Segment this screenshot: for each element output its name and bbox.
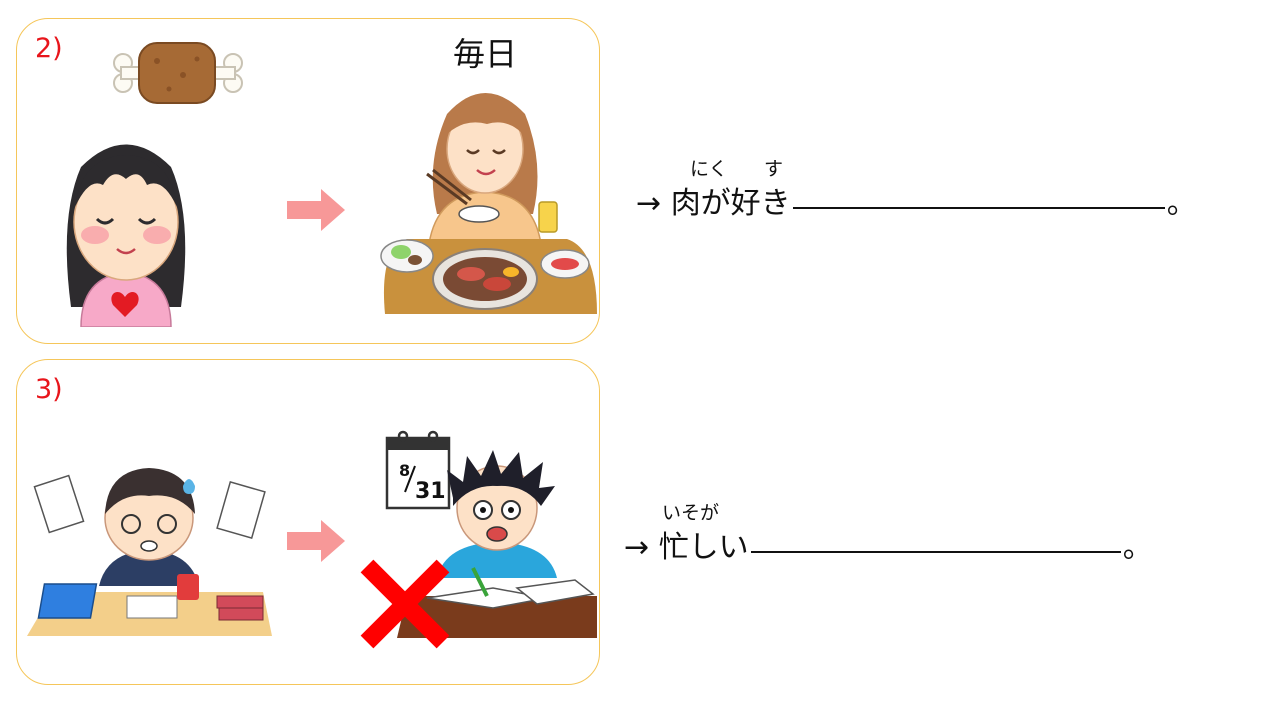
busy-boy-illustration: [27, 468, 272, 636]
arrow-right-icon: [287, 520, 345, 562]
answer-blank[interactable]: [792, 205, 1165, 209]
studying-boy-illustration: [397, 450, 597, 638]
arrow-right-icon: [287, 189, 345, 231]
sentence-end: 。: [1122, 530, 1153, 565]
arrow-icon: →: [636, 186, 662, 221]
calendar-month: 8: [399, 461, 410, 480]
furigana-isoga: いそが: [662, 502, 720, 524]
calendar-day: 31: [415, 479, 446, 504]
furigana-su: す: [764, 158, 784, 180]
exercise-panel-3: 3) 8 31: [16, 359, 600, 685]
eating-woman-illustration: [380, 93, 597, 314]
sentence-3: → 忙しい 。: [624, 522, 1153, 566]
meat-icon: [113, 42, 243, 104]
exercise-number: 3): [35, 374, 63, 405]
sentence-stem: 肉が好き: [670, 186, 791, 221]
answer-blank[interactable]: [750, 549, 1121, 553]
exercise-panel-2: 2) 毎日: [16, 18, 600, 344]
furigana-niku: にく: [690, 158, 728, 180]
happy-girl-illustration: [66, 144, 186, 327]
calendar-icon: 8 31: [385, 430, 451, 510]
daily-label: 毎日: [453, 35, 518, 73]
exercise-number: 2): [35, 33, 63, 64]
sentence-end: 。: [1166, 186, 1197, 221]
cross-icon: [360, 559, 450, 649]
arrow-icon: →: [624, 530, 650, 565]
sentence-2: → 肉が好き 。: [636, 178, 1197, 222]
sentence-stem: 忙しい: [658, 530, 749, 565]
